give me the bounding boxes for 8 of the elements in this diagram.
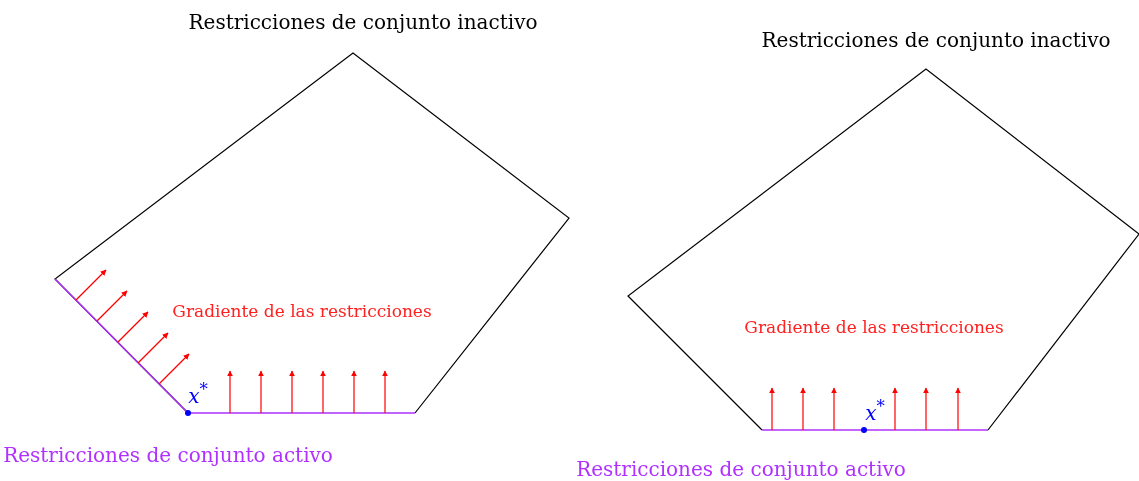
point-label: x$^{*}$: [865, 398, 885, 424]
point-label: x$^{*}$: [188, 381, 208, 407]
region-label: Restricciones de conjunto inactivo: [188, 11, 538, 33]
gradient-label: Gradiente de las restricciones: [172, 301, 432, 321]
region-label: Restricciones de conjunto inactivo: [761, 29, 1111, 51]
region-label: Restricciones de conjunto activo: [576, 458, 906, 480]
region-label: Restricciones de conjunto activo: [3, 444, 333, 466]
gradient-label: Gradiente de las restricciones: [744, 317, 1004, 337]
